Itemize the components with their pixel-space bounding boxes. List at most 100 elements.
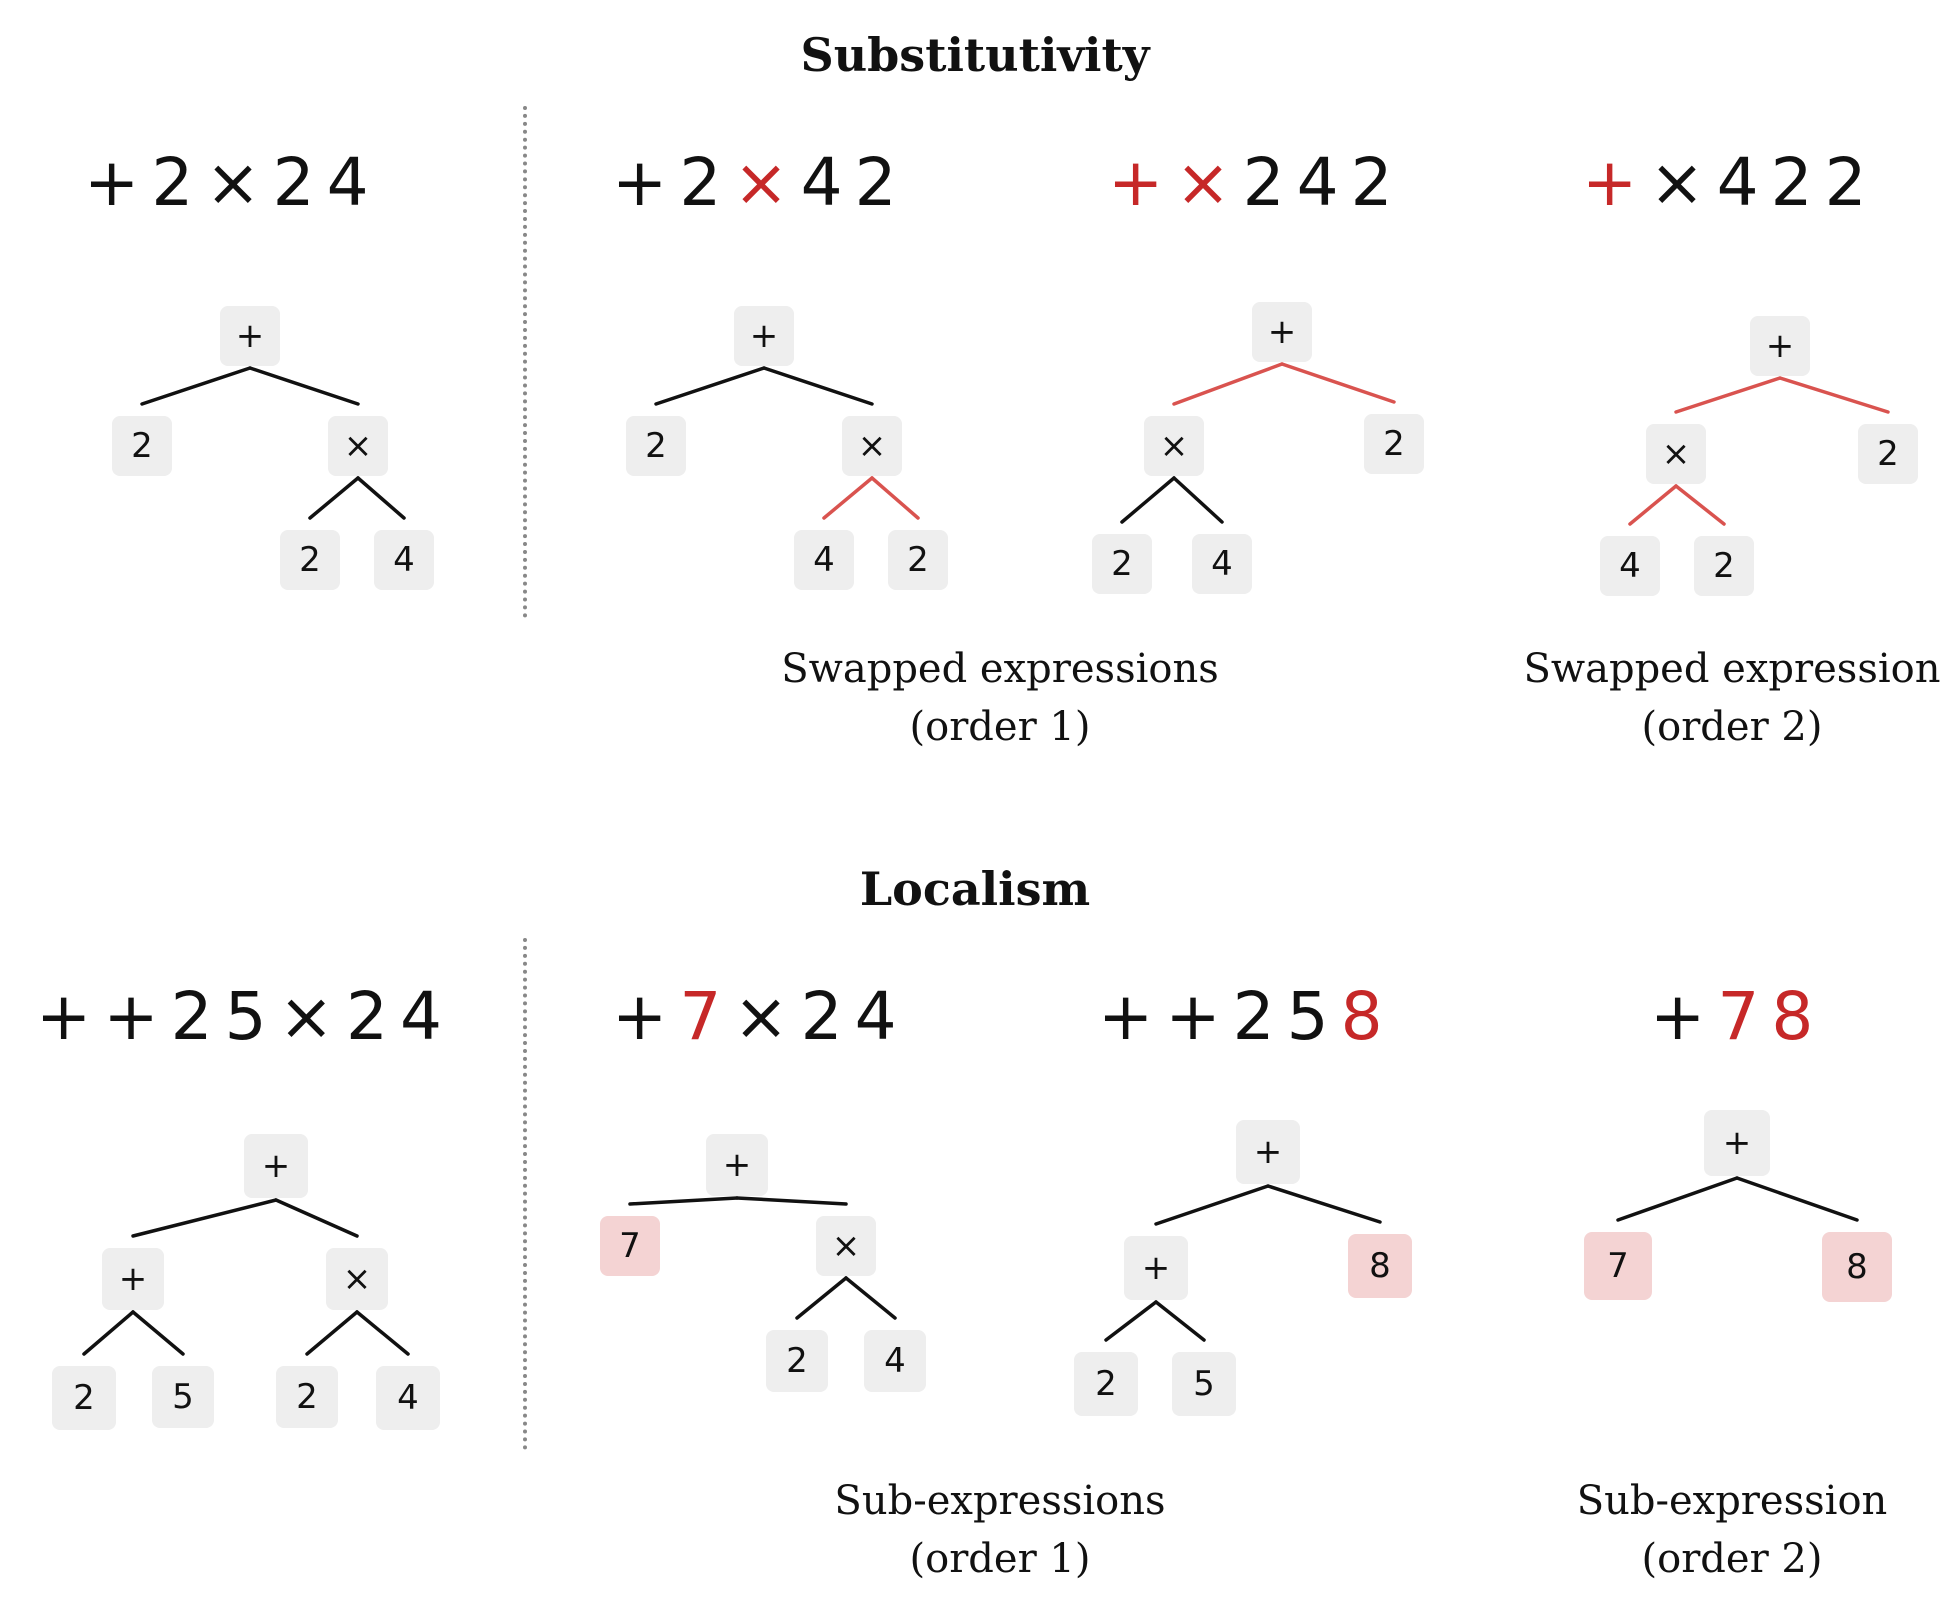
tree-edge (1616, 1176, 1739, 1222)
expression-token: 4 (399, 978, 442, 1055)
caption-line: Sub-expressions (834, 1478, 1166, 1524)
tree-node: 4 (794, 530, 854, 590)
expression-token: + (1098, 978, 1154, 1055)
section-title-localism: Localism (859, 862, 1091, 916)
tree-node: 8 (1822, 1232, 1892, 1302)
tree-node: 4 (374, 530, 434, 590)
tree-node: 2 (888, 530, 948, 590)
tree-node: + (734, 306, 794, 366)
expression-token: 2 (345, 978, 388, 1055)
tree-node: 7 (1584, 1232, 1652, 1300)
tree-edge (795, 1276, 848, 1320)
tree-node: 2 (1364, 414, 1424, 474)
tree-edge (844, 1276, 897, 1320)
expression-token: × (1175, 144, 1231, 221)
tree-edge (305, 1310, 359, 1356)
expression-token: 2 (1824, 144, 1867, 221)
expression-token: × (733, 144, 789, 221)
tree-node: × (1646, 424, 1706, 484)
tree-node: 2 (1092, 534, 1152, 594)
tree-node: 2 (626, 416, 686, 476)
tree-node: 7 (600, 1216, 660, 1276)
caption-line: (order 2) (1641, 1536, 1823, 1582)
expression-token: + (1650, 978, 1706, 1055)
tree-node: + (1704, 1110, 1770, 1176)
caption-line: Sub-expression (1576, 1478, 1888, 1524)
tree-node: + (102, 1248, 164, 1310)
expression-token: + (612, 978, 668, 1055)
expression-token: 2 (679, 144, 722, 221)
expression-token: + (1108, 144, 1164, 221)
expression-token: 4 (800, 144, 843, 221)
expression-token: 2 (1350, 144, 1393, 221)
tree-edge (1154, 1300, 1206, 1342)
tree-edge (1172, 476, 1224, 524)
tree-node: + (1750, 316, 1810, 376)
tree-edge (654, 366, 766, 406)
tree-edge (274, 1198, 359, 1238)
tree-edge (762, 366, 874, 406)
caption-line: Swapped expressions (781, 646, 1219, 692)
tree-node: 8 (1348, 1234, 1412, 1298)
tree-node: × (842, 416, 902, 476)
expression-token: 4 (326, 144, 369, 221)
tree-node: 2 (766, 1330, 828, 1392)
expression-token: + (103, 978, 159, 1055)
expression-token: + (84, 144, 140, 221)
tree-edge (356, 476, 406, 520)
tree-node: 4 (864, 1330, 926, 1392)
tree-node: 2 (1694, 536, 1754, 596)
expression-token: 2 (800, 978, 843, 1055)
tree-node: + (1252, 302, 1312, 362)
tree-node: + (1124, 1236, 1188, 1300)
tree-node: 2 (276, 1366, 338, 1428)
expression-token: 7 (679, 978, 722, 1055)
tree-edge (355, 1310, 410, 1356)
tree-edge (822, 476, 874, 520)
tree-edge (1628, 484, 1678, 526)
tree-node: 4 (1600, 536, 1660, 596)
tree-node: 2 (52, 1366, 116, 1430)
tree-node: 2 (112, 416, 172, 476)
expression-token: 2 (1770, 144, 1813, 221)
tree-node: 2 (280, 530, 340, 590)
expression-token: 2 (1242, 144, 1285, 221)
tree-edge (1674, 484, 1726, 526)
expression-token: × (733, 978, 789, 1055)
tree-edge (131, 1198, 278, 1238)
expression-token: + (612, 144, 668, 221)
tree-node: + (1236, 1120, 1300, 1184)
tree-node: 2 (1074, 1352, 1138, 1416)
expression-token: × (278, 978, 334, 1055)
tree-node: 4 (1192, 534, 1252, 594)
caption-line: Swapped expression (1523, 646, 1941, 692)
expression-token: 8 (1771, 978, 1814, 1055)
tree-edge (1266, 1184, 1382, 1224)
tree-node: × (1144, 416, 1204, 476)
tree-node: 5 (152, 1366, 214, 1428)
section-title-substitutivity: Substitutivity (800, 28, 1150, 82)
caption-line: (order 2) (1641, 704, 1823, 750)
tree-node: 5 (1172, 1352, 1236, 1416)
expression-token: 8 (1340, 978, 1383, 1055)
expression-token: 2 (170, 978, 213, 1055)
tree-edge (1674, 376, 1782, 414)
caption-line: (order 1) (909, 704, 1091, 750)
expression-token: 4 (1716, 144, 1759, 221)
tree-node: 4 (376, 1366, 440, 1430)
expression-token: 2 (1232, 978, 1275, 1055)
tree-edge (1735, 1176, 1859, 1222)
expression-token: 7 (1717, 978, 1760, 1055)
tree-edge (735, 1196, 848, 1206)
tree-edge (248, 366, 360, 406)
expression-token: 5 (224, 978, 267, 1055)
tree-edge (82, 1310, 135, 1356)
tree-node: + (706, 1134, 768, 1196)
